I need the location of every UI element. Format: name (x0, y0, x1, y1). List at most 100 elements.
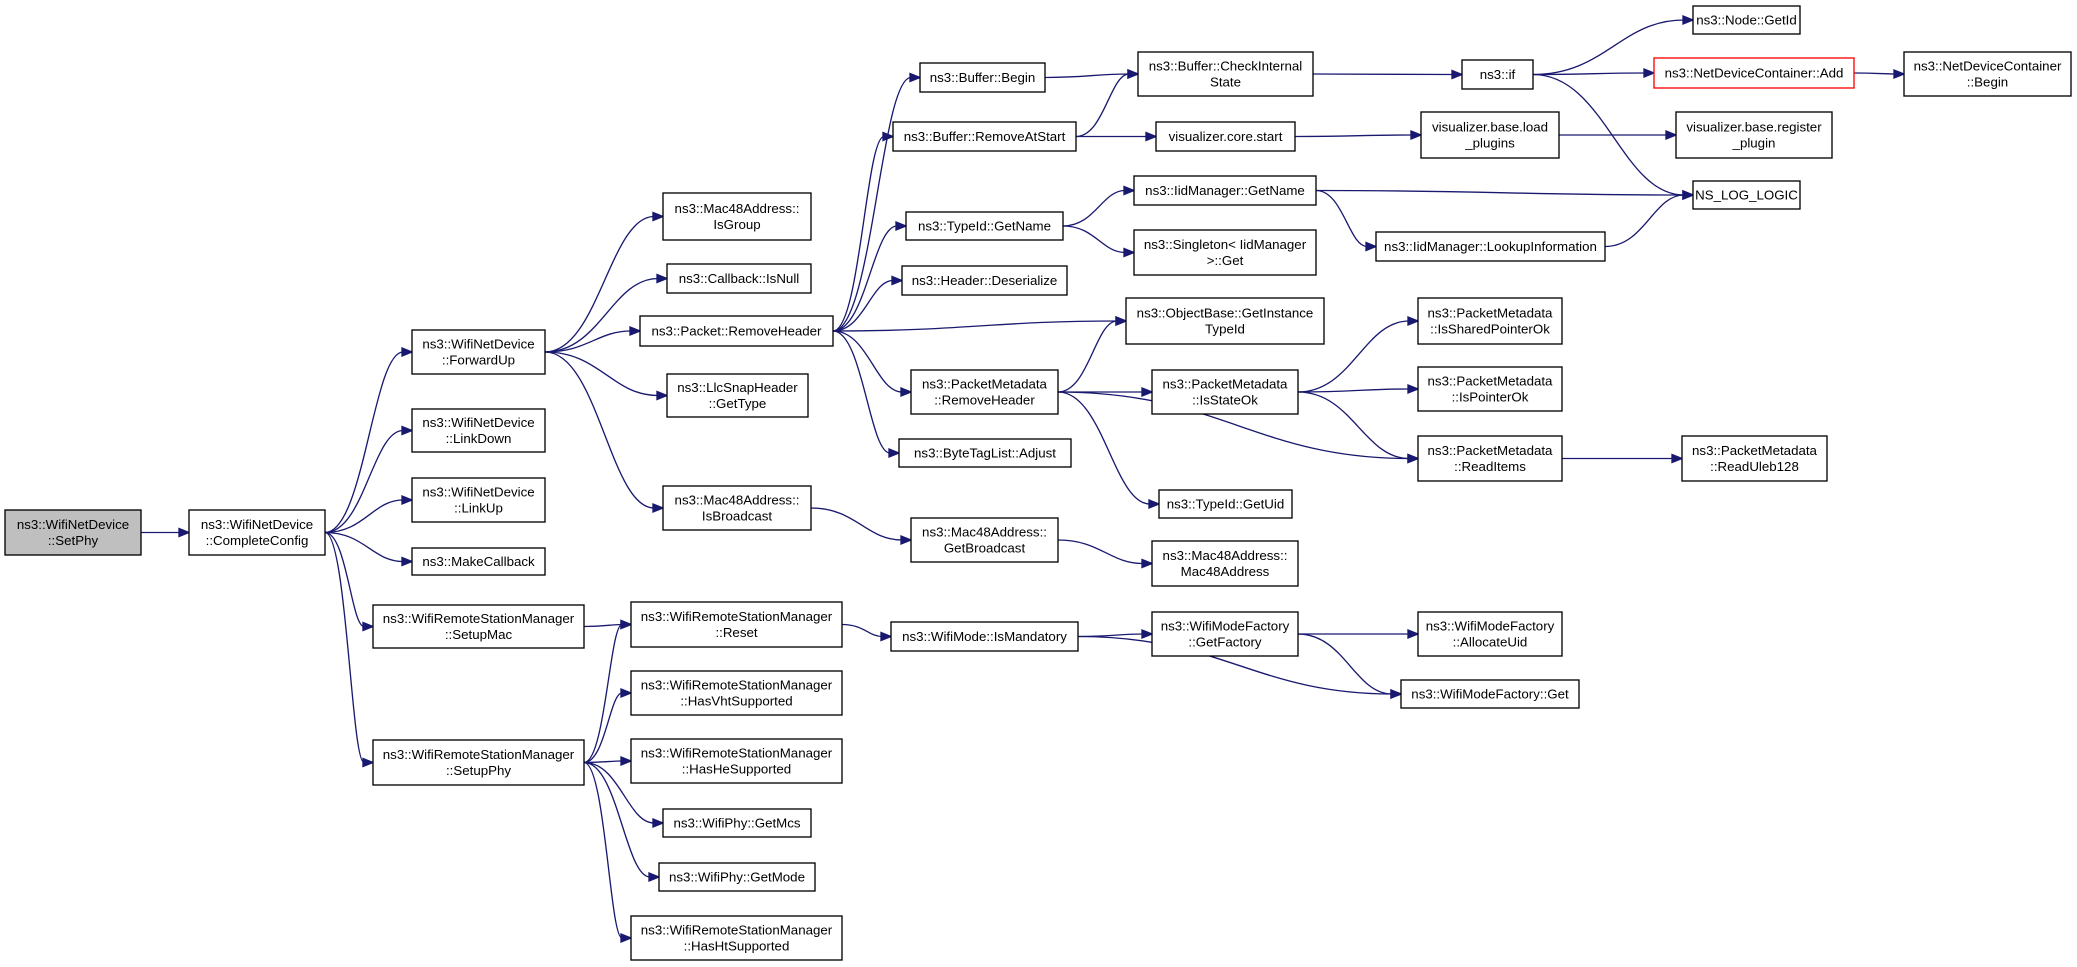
arrowhead-icon (1893, 69, 1906, 79)
node-label: ns3::TypeId::GetName (918, 219, 1051, 234)
node-label: ns3::IidManager::GetName (1145, 183, 1305, 198)
graph-node[interactable]: ns3::PacketMetadata::ReadUleb128 (1681, 435, 1828, 482)
graph-node[interactable]: ns3::WifiMode::IsMandatory (890, 621, 1079, 652)
graph-node[interactable]: ns3::WifiNetDevice::SetPhy (4, 509, 142, 556)
graph-node[interactable]: ns3::PacketMetadata::IsSharedPointerOk (1417, 297, 1563, 345)
graph-node[interactable]: ns3::Buffer::Begin (919, 62, 1046, 93)
graph-node[interactable]: ns3::LlcSnapHeader::GetType (666, 373, 809, 418)
call-edge (583, 761, 665, 828)
graph-node[interactable]: ns3::WifiModeFactory::AllocateUid (1417, 611, 1563, 657)
graph-node[interactable]: ns3::Packet::RemoveHeader (639, 315, 834, 347)
graph-node[interactable]: ns3::WifiNetDevice::ForwardUp (411, 329, 546, 375)
graph-node[interactable]: ns3::PacketMetadata::IsStateOk (1151, 369, 1299, 415)
node-box (1417, 435, 1563, 482)
call-edge (1604, 190, 1695, 248)
graph-node[interactable]: ns3::WifiRemoteStationManager::SetupPhy (372, 739, 585, 786)
node-label: ns3::WifiNetDevice (17, 517, 129, 532)
graph-node[interactable]: visualizer.base.register_plugin (1675, 111, 1833, 159)
graph-node[interactable]: ns3::ByteTagList::Adjust (898, 438, 1072, 468)
arrowhead-icon (888, 448, 901, 458)
graph-node[interactable]: ns3::Mac48Address::IsGroup (662, 192, 812, 241)
graph-node[interactable]: ns3::WifiPhy::GetMcs (662, 808, 812, 838)
node-box (630, 601, 843, 648)
node-label: ::GetFactory (1188, 635, 1262, 650)
graph-node[interactable]: ns3::MakeCallback (411, 547, 546, 576)
call-edge (544, 273, 669, 353)
graph-node[interactable]: ns3::WifiModeFactory::Get (1400, 679, 1580, 709)
node-box (1692, 5, 1801, 35)
graph-node[interactable]: ns3::WifiRemoteStationManager::Reset (630, 601, 843, 648)
node-box (1133, 175, 1317, 206)
graph-node[interactable]: ns3::WifiRemoteStationManager::HasHtSupp… (630, 915, 843, 961)
arrowhead-icon (1407, 384, 1420, 394)
node-label: ::IsSharedPointerOk (1430, 322, 1550, 337)
node-label: ::LinkUp (454, 501, 503, 516)
graph-node[interactable]: ns3::WifiRemoteStationManager::SetupMac (372, 604, 585, 649)
graph-node[interactable]: ns3::WifiRemoteStationManager::HasVhtSup… (630, 670, 843, 716)
arrowhead-icon (880, 631, 893, 642)
node-label: ns3::Mac48Address:: (675, 493, 800, 508)
graph-node[interactable]: ns3::WifiModeFactory::GetFactory (1151, 611, 1299, 657)
graph-node[interactable]: ns3::Callback::IsNull (666, 263, 812, 294)
call-edge (832, 72, 922, 332)
graph-node[interactable]: ns3::PacketMetadata::IsPointerOk (1417, 366, 1563, 412)
graph-node[interactable]: ns3::IidManager::LookupInformation (1375, 231, 1606, 262)
arrowhead-icon (620, 933, 633, 943)
graph-node[interactable]: ns3::PacketMetadata::ReadItems (1417, 435, 1563, 482)
graph-node[interactable]: ns3::if (1461, 59, 1534, 90)
graph-node[interactable]: ns3::Buffer::RemoveAtStart (892, 121, 1077, 152)
node-label: visualizer.base.load (1432, 120, 1548, 135)
graph-node[interactable]: ns3::Header::Deserialize (901, 265, 1068, 296)
node-box (666, 263, 812, 294)
node-box (658, 862, 816, 892)
node-label: ns3::WifiModeFactory::Get (1411, 687, 1569, 702)
graph-node[interactable]: ns3::Mac48Address::GetBroadcast (910, 517, 1059, 563)
graph-node[interactable]: ns3::Singleton< IidManager>::Get (1133, 229, 1317, 276)
graph-node[interactable]: ns3::Mac48Address::IsBroadcast (662, 485, 812, 531)
graph-node[interactable]: NS_LOG_LOGIC (1692, 180, 1801, 210)
arrowhead-icon (1643, 68, 1656, 78)
graph-node[interactable]: ns3::PacketMetadata::RemoveHeader (910, 369, 1059, 415)
call-edge (841, 623, 893, 642)
node-box (898, 438, 1072, 468)
graph-node[interactable]: ns3::WifiNetDevice::LinkUp (411, 477, 546, 523)
node-box (901, 265, 1068, 296)
node-box (1420, 111, 1560, 159)
graph-node[interactable]: ns3::NetDeviceContainer::Begin (1903, 51, 2072, 97)
node-box (919, 62, 1046, 93)
call-edge (1044, 69, 1140, 79)
graph-node[interactable]: ns3::WifiPhy::GetMode (658, 862, 816, 892)
graph-node[interactable]: visualizer.base.load_plugins (1420, 111, 1560, 159)
node-box (662, 485, 812, 531)
call-edge (810, 507, 913, 545)
graph-node[interactable]: visualizer.core.start (1155, 121, 1296, 152)
node-label: ns3::if (1480, 67, 1516, 82)
graph-node[interactable]: ns3::WifiNetDevice::CompleteConfig (188, 509, 326, 556)
graph-node[interactable]: ns3::TypeId::GetUid (1158, 489, 1293, 519)
node-label: TypeId (1205, 322, 1245, 337)
graph-node[interactable]: ns3::Node::GetId (1692, 5, 1801, 35)
call-edge (324, 495, 414, 534)
node-label: ns3::PacketMetadata (1428, 374, 1554, 389)
node-box (1400, 679, 1580, 709)
graph-node[interactable]: ns3::IidManager::GetName (1133, 175, 1317, 206)
node-box (1125, 297, 1325, 345)
arrowhead-icon (648, 872, 661, 882)
node-label: State (1210, 75, 1241, 90)
node-box (892, 121, 1077, 152)
node-label: ::HasHtSupported (684, 939, 790, 954)
call-edge (1559, 130, 1678, 140)
node-box (910, 369, 1059, 415)
call-edge (544, 326, 642, 353)
graph-node[interactable]: ns3::NetDeviceContainer::Add (1653, 57, 1855, 89)
graph-node[interactable]: ns3::WifiNetDevice::LinkDown (411, 408, 546, 453)
graph-node[interactable]: ns3::TypeId::GetName (905, 211, 1064, 241)
node-box (1681, 435, 1828, 482)
arrowhead-icon (1141, 387, 1154, 397)
graph-node[interactable]: ns3::WifiRemoteStationManager::HasHeSupp… (630, 738, 843, 784)
node-label: _plugins (1464, 136, 1515, 151)
graph-node[interactable]: ns3::Mac48Address::Mac48Address (1151, 540, 1299, 587)
node-label: ::IsStateOk (1192, 393, 1258, 408)
